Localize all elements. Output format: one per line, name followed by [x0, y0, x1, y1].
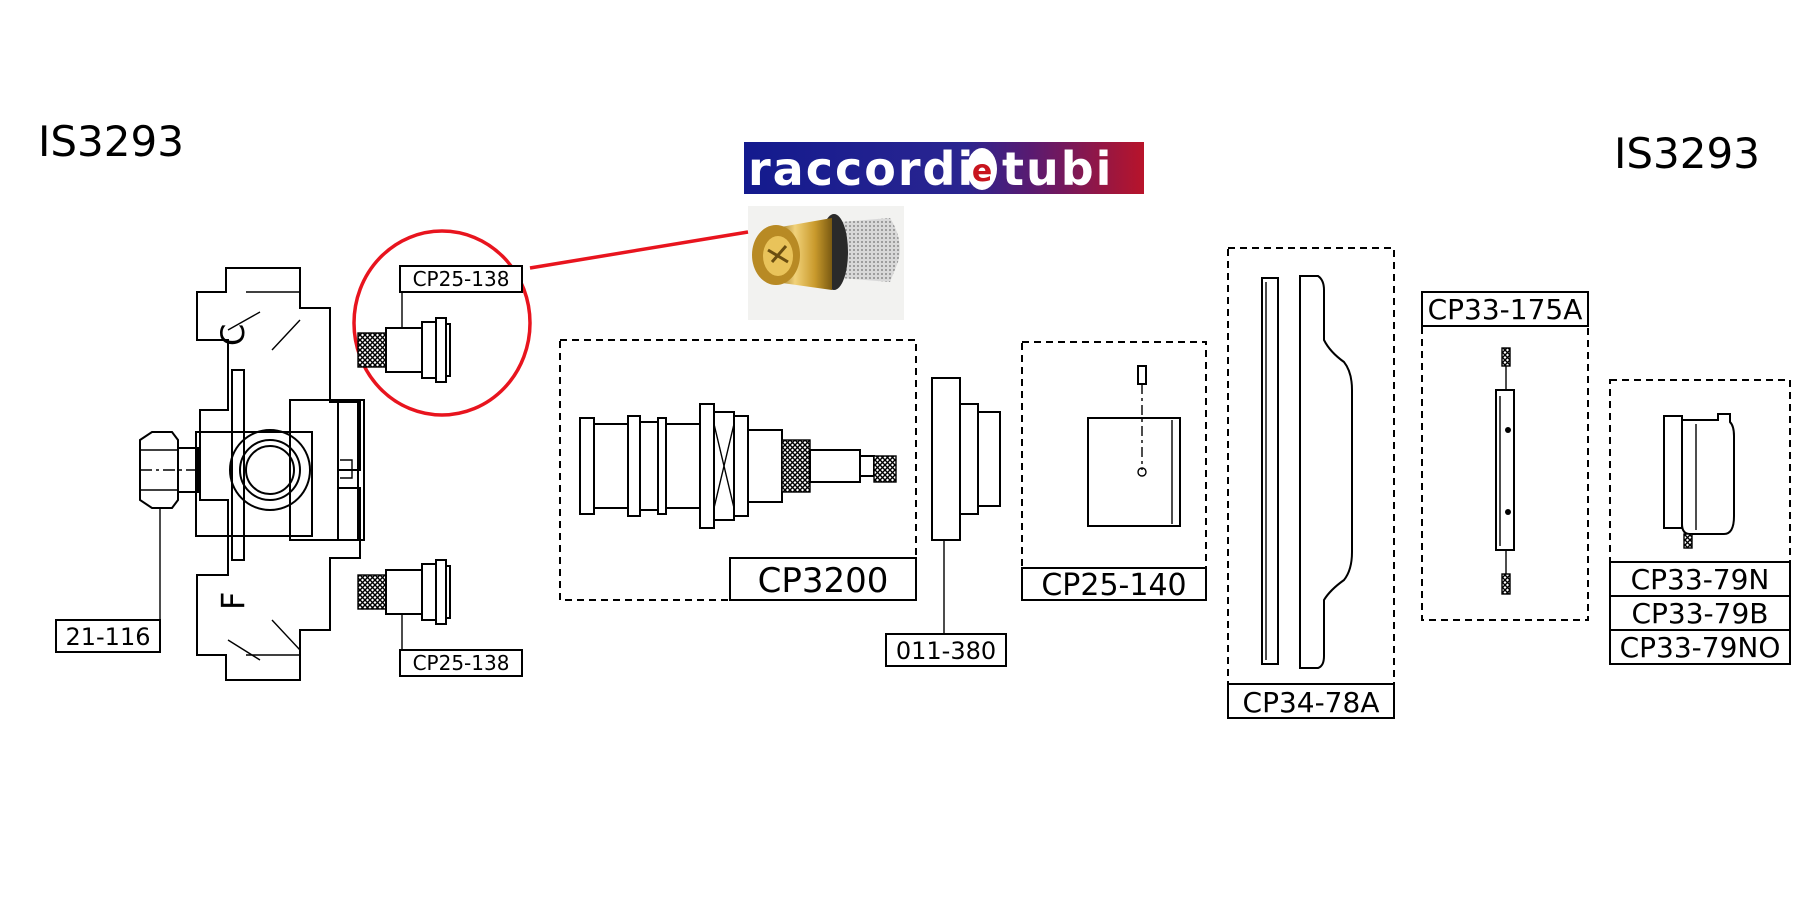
page-title-left: IS3293	[38, 117, 184, 166]
cold-mark: F	[214, 592, 252, 610]
product-photo	[748, 206, 904, 320]
cartridge-cp3200	[579, 403, 897, 529]
hot-mark: C	[214, 324, 252, 346]
caps-cp33-79	[1663, 413, 1735, 549]
ring-011-380	[931, 377, 1001, 634]
part-label-011-380-box	[885, 633, 1007, 667]
part-label-011-380: 011-380	[896, 637, 996, 665]
part-label-cp33-175a: CP33-175A	[1428, 293, 1583, 326]
valve-body: C F	[195, 267, 365, 681]
page-title-right: IS3293	[1614, 129, 1760, 178]
handle-cp25-140	[1087, 365, 1181, 527]
part-label-cp3200: CP3200	[758, 561, 889, 601]
highlight-circle	[352, 229, 532, 417]
screws-dashed-frame	[1421, 325, 1589, 621]
part-label-cp25-138-top-box	[399, 265, 523, 293]
handle-dashed-frame	[1021, 341, 1207, 601]
fitting-21-116	[139, 431, 200, 620]
part-label-cp33-79n: CP33-79N	[1631, 563, 1770, 596]
logo-word-2: tubi	[1002, 142, 1113, 196]
part-label-cp34-78a: CP34-78A	[1243, 686, 1380, 719]
part-label-cp3200-box	[729, 557, 917, 601]
part-label-cp33-79no: CP33-79NO	[1620, 631, 1781, 664]
part-label-cp33-79b: CP33-79B	[1631, 597, 1768, 630]
highlight-leader	[529, 230, 749, 270]
part-label-cp33-79n-box	[1609, 561, 1791, 597]
check-valve-top	[357, 292, 451, 383]
part-label-cp34-78a-box	[1227, 683, 1395, 719]
part-label-cp25-140-box	[1021, 567, 1207, 601]
screws-cp33-175a	[1495, 347, 1515, 595]
logo-word-1: raccordi	[748, 142, 975, 196]
plate-dashed-frame	[1227, 247, 1395, 687]
part-label-21-116: 21-116	[65, 623, 150, 651]
caps-dashed-frame	[1609, 379, 1791, 563]
logo-connector: e	[972, 154, 992, 189]
part-label-21-116-box	[55, 619, 161, 653]
brand-logo: raccordi e tubi	[744, 142, 1144, 196]
part-label-cp25-138-bottom: CP25-138	[413, 651, 510, 675]
check-valve-bottom	[357, 559, 451, 650]
plate-cp34-78a	[1261, 275, 1353, 669]
part-label-cp25-138-bottom-box	[399, 649, 523, 677]
part-label-cp25-140: CP25-140	[1041, 568, 1186, 603]
part-label-cp33-79no-box	[1609, 629, 1791, 665]
part-label-cp33-175a-box	[1421, 291, 1589, 327]
part-label-cp25-138-top: CP25-138	[413, 267, 510, 291]
part-label-cp33-79b-box	[1609, 595, 1791, 631]
